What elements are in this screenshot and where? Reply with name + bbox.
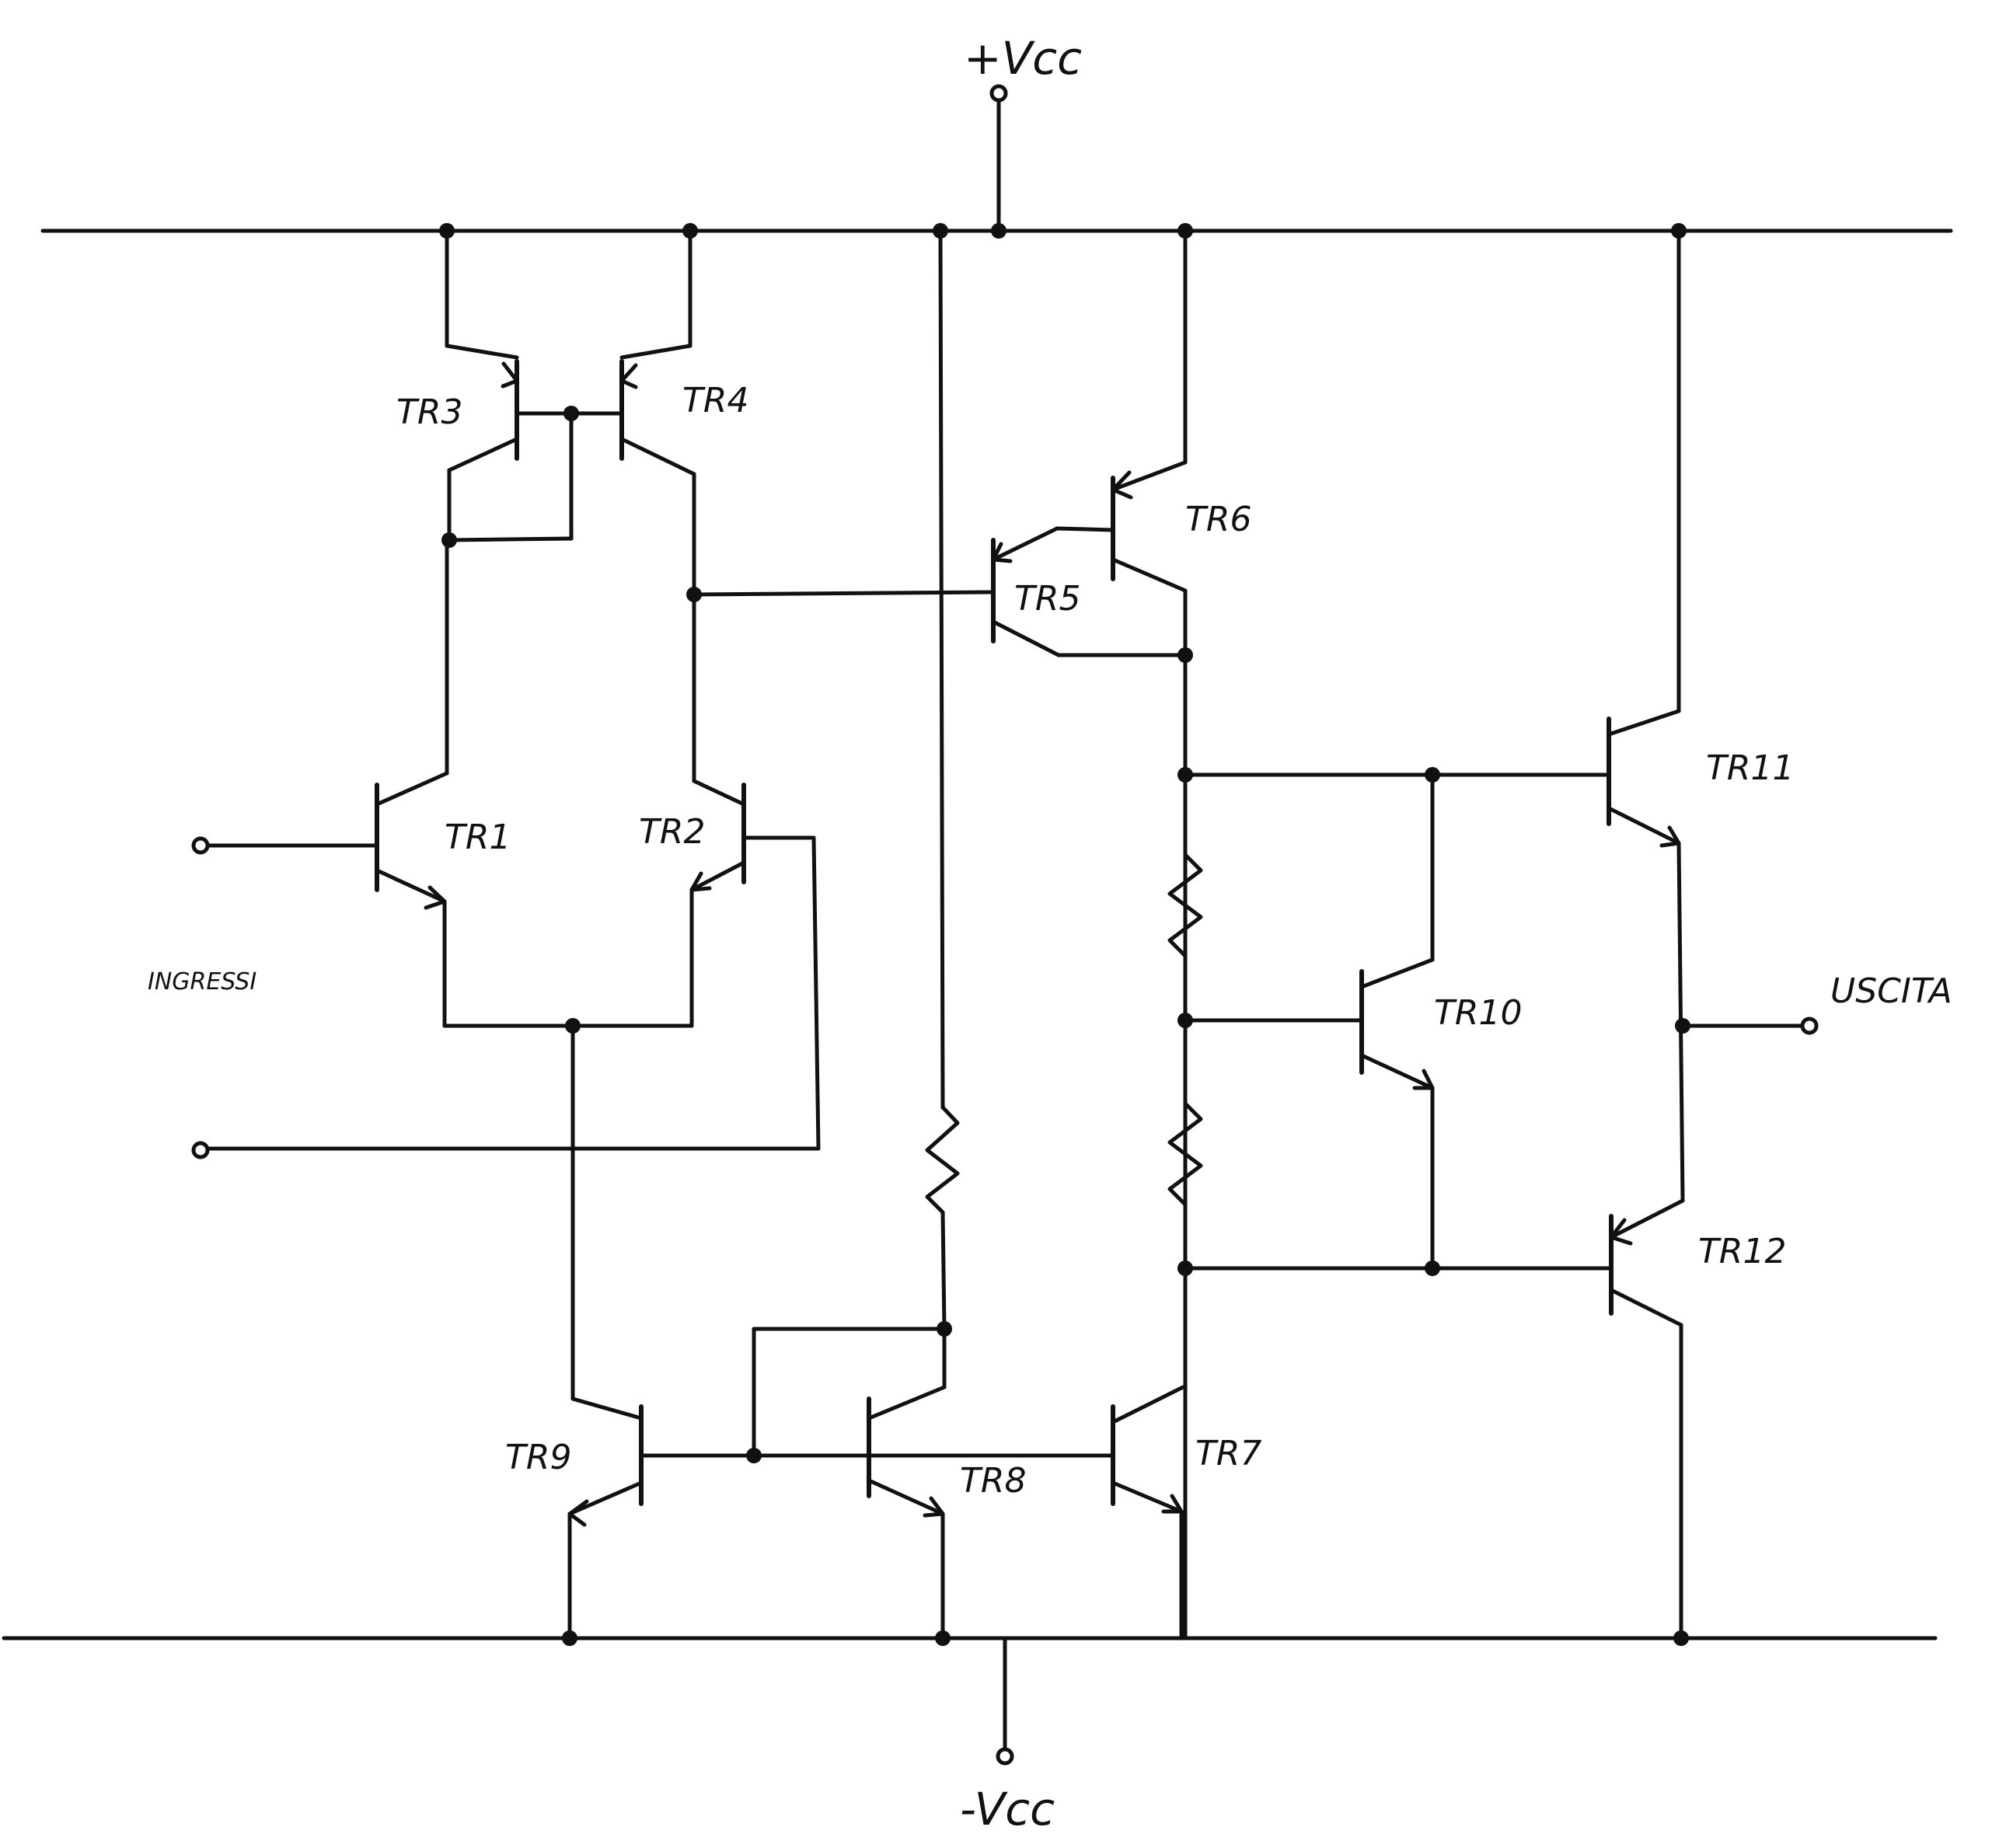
tr12-transistor: [1609, 1198, 1685, 1641]
negative-rail-label: -Vcc: [960, 1783, 1055, 1836]
tr7-transistor: [1111, 1385, 1185, 1641]
bias-resistor: [925, 228, 960, 1331]
tr10-label: TR10: [1434, 993, 1522, 1033]
tr3-transistor: [445, 228, 624, 542]
tr1-label: TR1: [445, 818, 511, 857]
negative-rail: [2, 1636, 1938, 1766]
bias-resistor-lower: [1167, 1101, 1203, 1207]
tr9-transistor: [567, 1396, 644, 1641]
bias-resistor-upper: [1167, 775, 1203, 958]
tr2-transistor: [689, 779, 821, 1151]
tr12-label: TR12: [1698, 1232, 1786, 1271]
tr3-label: TR3: [396, 392, 462, 432]
tr5-transistor: [692, 526, 1188, 657]
tr10-transistor: [1359, 772, 1435, 1271]
tr11-label: TR11: [1706, 748, 1794, 788]
tr6-transistor: [1055, 228, 1188, 1641]
tr4-transistor: [619, 228, 696, 783]
tr6-label: TR6: [1185, 500, 1251, 539]
input-terminal-2: [191, 1141, 210, 1159]
junction-dots: [439, 223, 1690, 1646]
tr9-label: TR9: [505, 1438, 571, 1477]
tr11-transistor: [1607, 228, 1685, 1203]
tr8-label: TR8: [960, 1461, 1026, 1501]
tr2-label: TR2: [639, 812, 705, 852]
positive-rail-label: +Vcc: [964, 32, 1082, 85]
input-terminal-1: [191, 836, 210, 855]
tr1-transistor: [201, 538, 449, 1028]
inputs-label: INGRESSI: [148, 968, 256, 995]
output-label: USCITA: [1830, 971, 1952, 1011]
tr4-label: TR4: [682, 381, 748, 420]
tr8-transistor: [867, 1385, 947, 1641]
tr5-label: TR5: [1014, 579, 1080, 619]
positive-rail: [40, 84, 1953, 233]
output-terminal: [1800, 1016, 1819, 1035]
tr7-label: TR7: [1195, 1434, 1261, 1473]
